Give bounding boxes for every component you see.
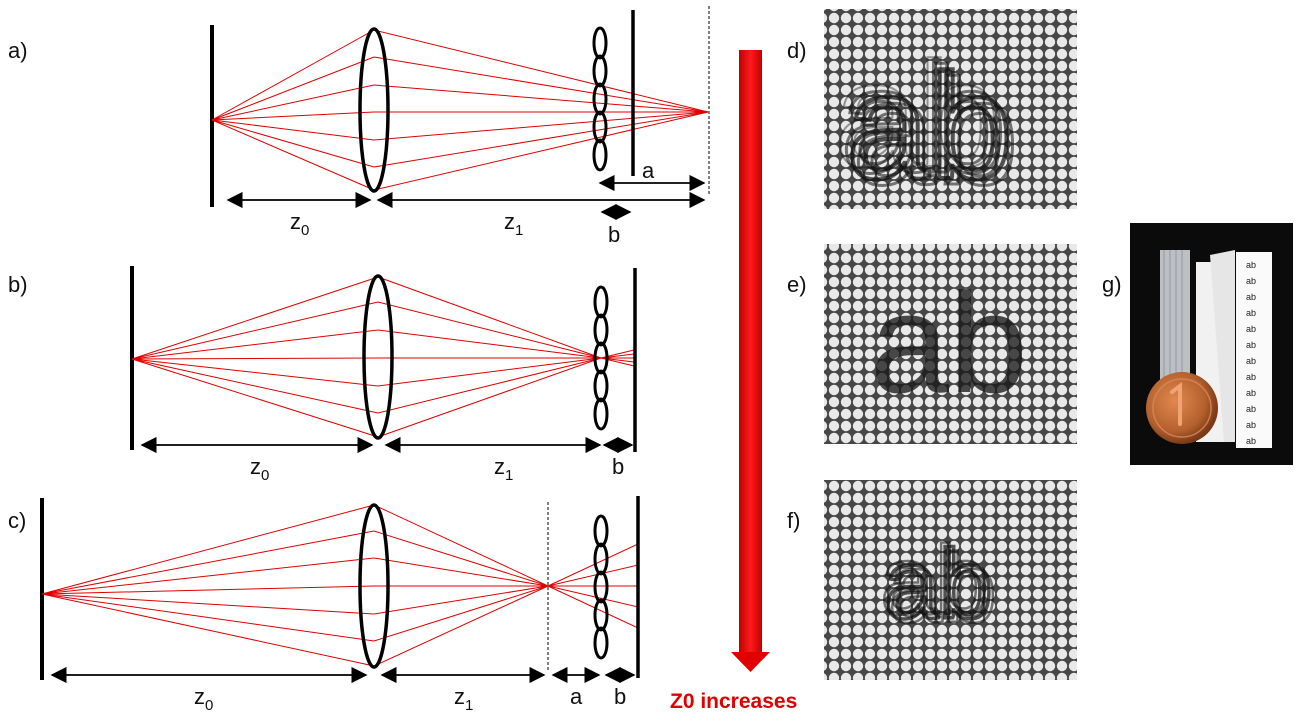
- focused-ab-e: ab: [870, 264, 1028, 423]
- z0-increases-arrow: Z0 increases: [670, 50, 797, 713]
- svg-text:ab: ab: [1246, 308, 1256, 318]
- panel-d-label: d): [787, 38, 807, 63]
- label-b-c: b: [614, 684, 626, 709]
- lenslet-array-b: [593, 285, 609, 431]
- lenslet-image-e: [824, 244, 1077, 444]
- label-z1-b: z1: [494, 454, 513, 484]
- panel-a: a): [8, 6, 710, 247]
- blurred-ab-d: ab ab ab ab: [833, 29, 1020, 218]
- svg-text:ab: ab: [1246, 324, 1256, 334]
- panel-f: f) ab ab ab: [787, 480, 1077, 680]
- spacer-wedge: [1210, 250, 1235, 442]
- svg-text:ab: ab: [834, 30, 1001, 198]
- label-z1-a: z1: [504, 209, 523, 239]
- panel-g-label: g): [1102, 272, 1122, 297]
- coin-numeral: [1170, 382, 1182, 426]
- panel-b-label: b): [8, 272, 28, 297]
- panel-c-label: c): [8, 508, 26, 533]
- panel-d: d) ab ab ab ab: [787, 9, 1077, 218]
- lenslet-image-d: [824, 9, 1077, 209]
- svg-text:ab: ab: [1246, 260, 1256, 270]
- label-b-b: b: [612, 454, 624, 479]
- ab-strip-text: ab ab ab ab ab ab ab ab ab ab ab ab: [1246, 260, 1256, 446]
- svg-text:ab: ab: [1246, 372, 1256, 382]
- label-b-a: b: [608, 222, 620, 247]
- lens-a: [358, 27, 390, 193]
- lenslet-array-a: [592, 26, 608, 172]
- label-z1-c: z1: [454, 684, 473, 714]
- rays-a-right: [373, 29, 709, 191]
- svg-text:ab: ab: [1246, 436, 1256, 446]
- panel-g: g) ab ab ab ab ab ab ab ab ab ab ab ab: [1102, 223, 1293, 465]
- label-z0-b: z0: [250, 454, 269, 484]
- ab-strip: [1236, 252, 1272, 448]
- svg-text:ab: ab: [846, 42, 1013, 210]
- label-a-c: a: [570, 684, 583, 709]
- lens-b: [362, 274, 394, 440]
- panel-c: c): [8, 496, 640, 714]
- svg-text:ab: ab: [840, 36, 1007, 204]
- rays-b-left: [131, 276, 379, 438]
- svg-text:ab: ab: [1246, 340, 1256, 350]
- lens-c: [358, 503, 390, 669]
- lenslet-image-f: [824, 480, 1077, 680]
- rays-c-right: [373, 504, 639, 667]
- svg-text:ab: ab: [1246, 404, 1256, 414]
- panel-e: e) ab: [787, 244, 1077, 444]
- blurred-ab-f: ab ab ab: [879, 524, 999, 645]
- rays-c-left: [41, 504, 375, 667]
- label-a-a: a: [642, 158, 655, 183]
- panel-a-label: a): [8, 38, 28, 63]
- svg-text:ab: ab: [1246, 292, 1256, 302]
- panel-f-label: f): [787, 508, 800, 533]
- svg-text:ab: ab: [1246, 356, 1256, 366]
- label-z0-c: z0: [194, 684, 213, 714]
- coin-rim: [1152, 378, 1212, 438]
- svg-text:ab: ab: [1246, 388, 1256, 398]
- svg-text:ab: ab: [1246, 420, 1256, 430]
- svg-text:ab: ab: [888, 533, 997, 643]
- svg-text:ab: ab: [1246, 276, 1256, 286]
- z0-increases-label: Z0 increases: [670, 690, 797, 713]
- svg-text:ab: ab: [880, 525, 989, 635]
- label-z0-a: z0: [290, 209, 309, 239]
- lenslet-array-c: [593, 514, 609, 660]
- svg-text:ab: ab: [852, 48, 1019, 216]
- rays-a-left: [211, 29, 375, 191]
- panel-e-label: e): [787, 272, 807, 297]
- panel-b: b): [8, 266, 637, 484]
- svg-text:ab: ab: [884, 529, 993, 639]
